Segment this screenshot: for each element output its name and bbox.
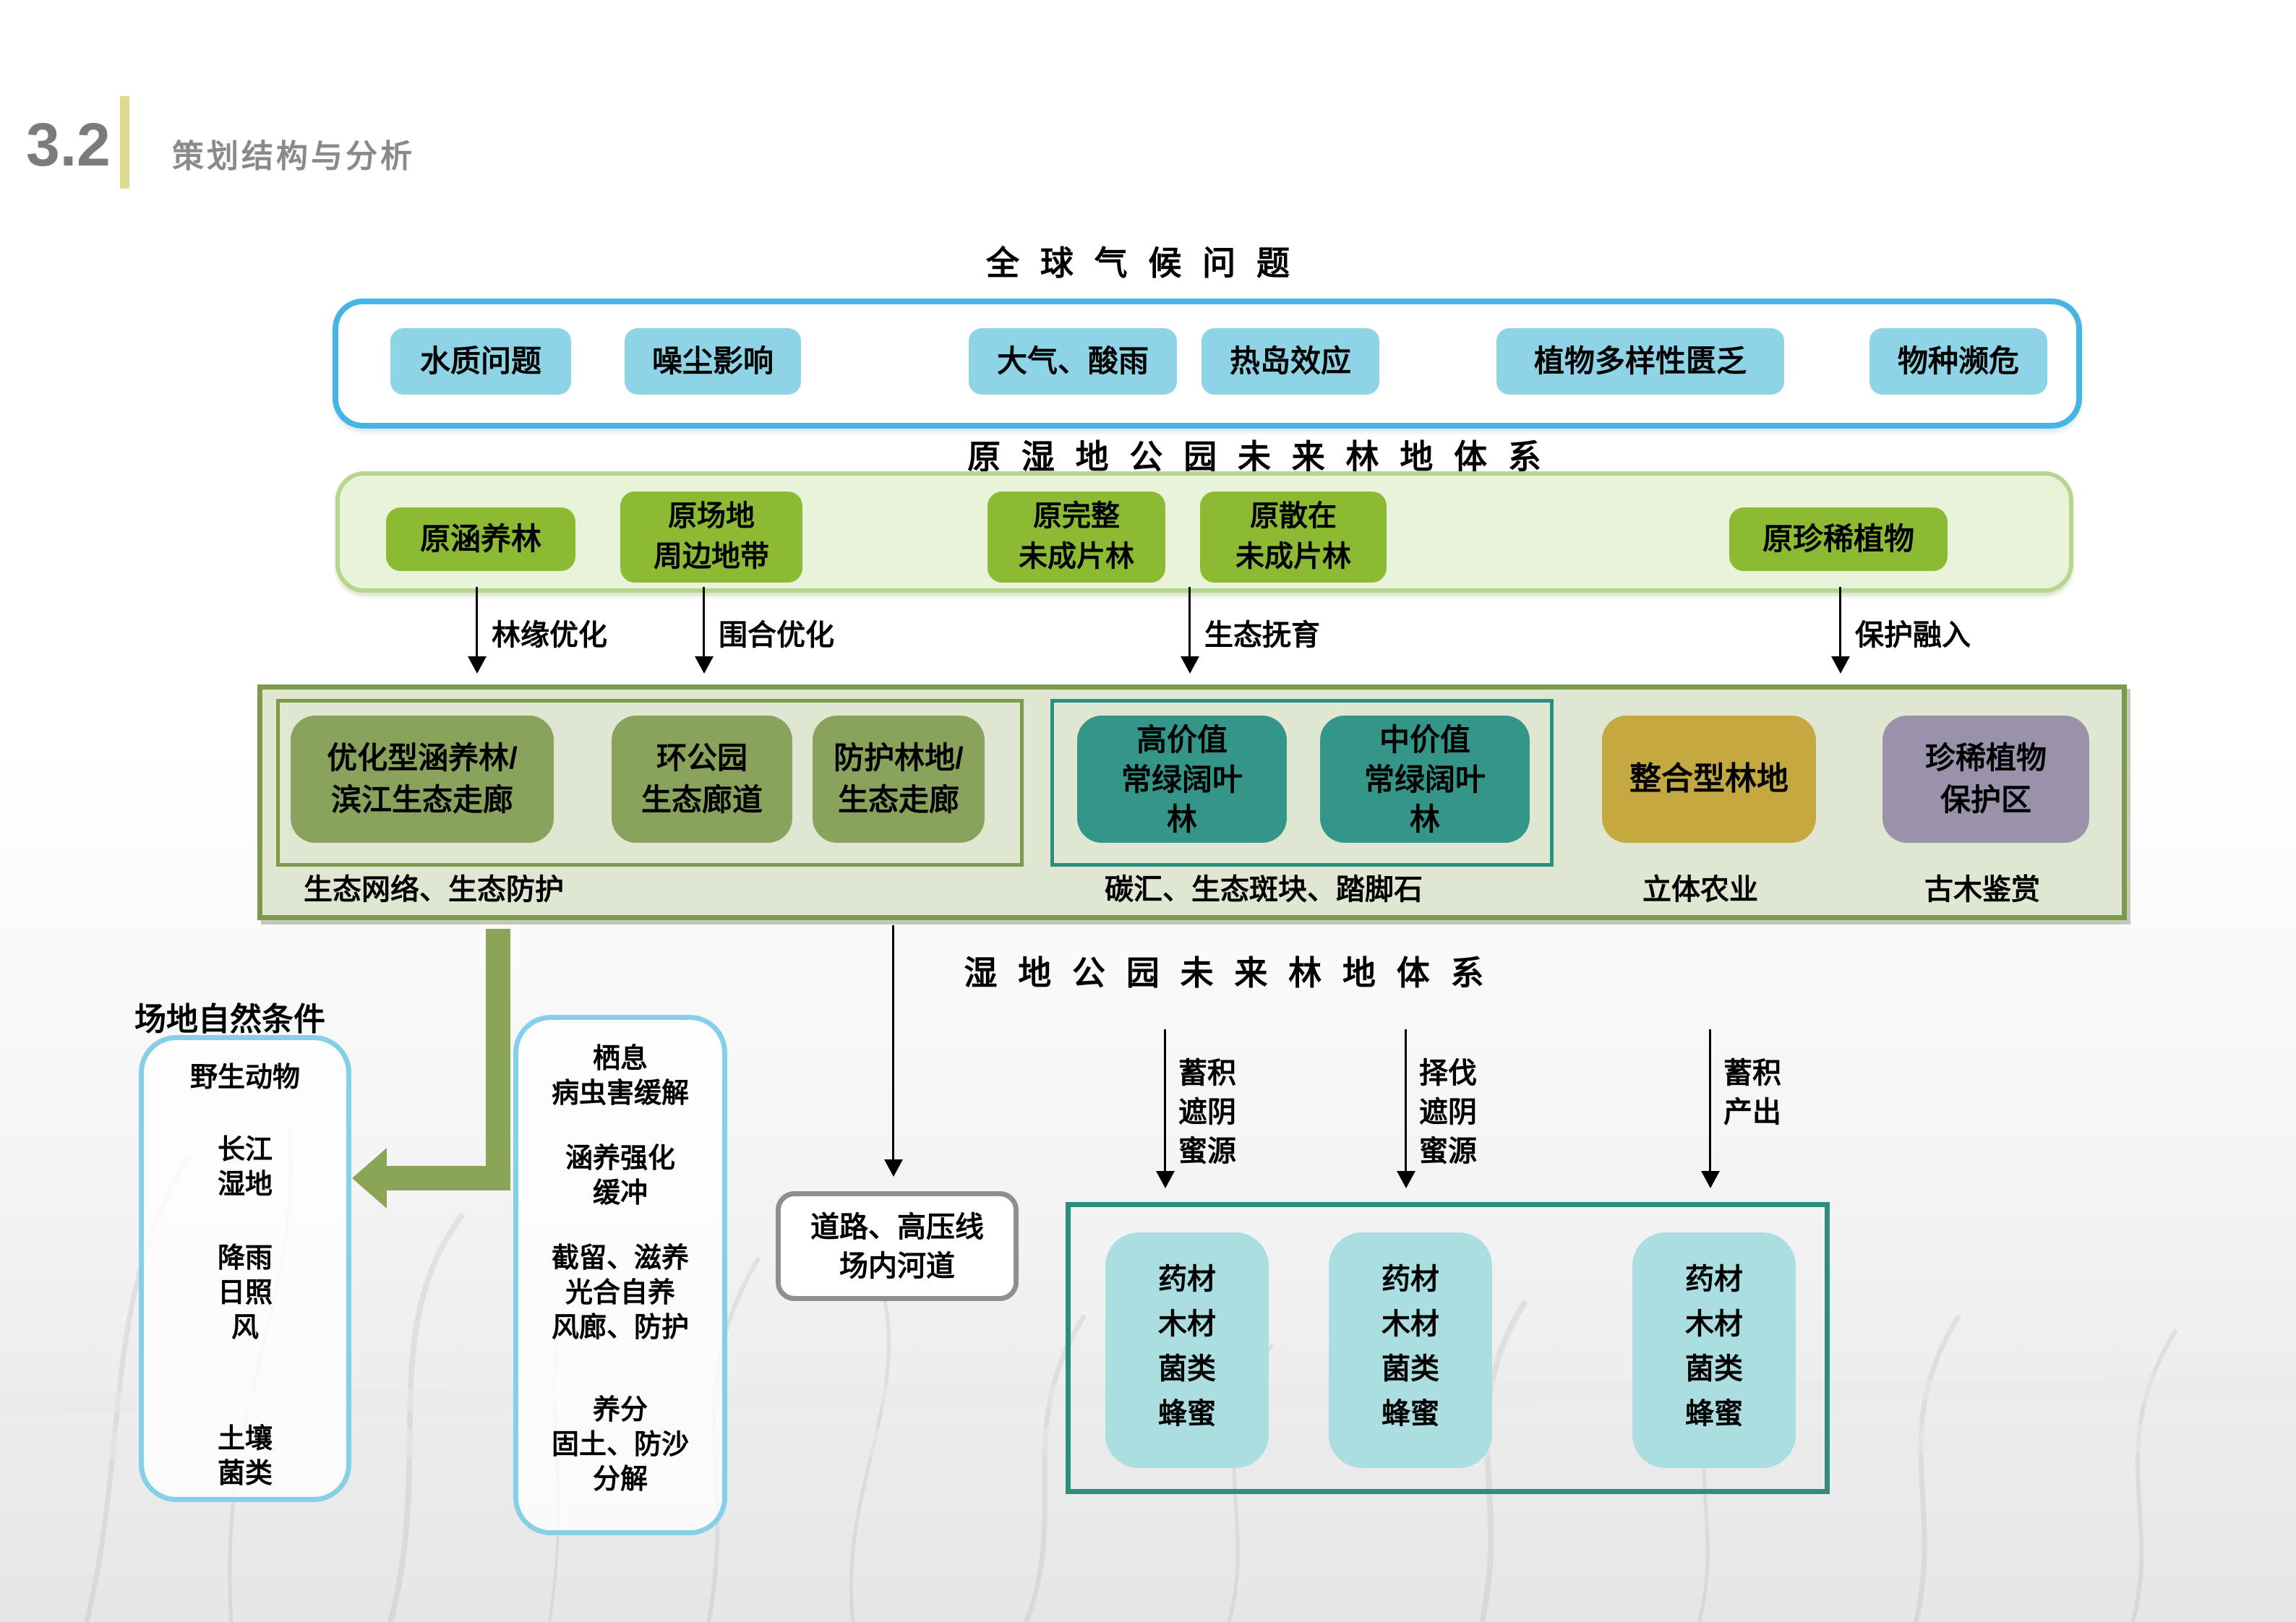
arrow-accumulation-yield	[1709, 1029, 1711, 1172]
box-mid-value-evergreen: 中价值 常绿阔叶 林	[1320, 716, 1530, 843]
arrow-forest-edge-optimization	[476, 587, 478, 658]
products-container	[1066, 1202, 1830, 1494]
problem-noise-dust: 噪尘影响	[625, 328, 801, 395]
product-box-1: 药材 木材 菌类 蜂蜜	[1105, 1232, 1269, 1468]
climate-problems-container: 水质问题 噪尘影响 大气、酸雨 热岛效应 植物多样性匮乏 物种濒危	[333, 299, 2082, 429]
orig-scattered-patches: 原散在 未成片林	[1200, 492, 1387, 583]
label-accumulation-shade-nectar: 蓄积 遮阴 蜜源	[1178, 1057, 1236, 1167]
site-yangtze-wetland: 长江 湿地	[217, 1135, 273, 1200]
infrastructure-box: 道路、高压线 场内河道	[776, 1191, 1019, 1301]
box-high-value-evergreen: 高价值 常绿阔叶 林	[1077, 716, 1287, 843]
orig-rare-plants: 原珍稀植物	[1729, 507, 1948, 571]
problem-air-acid-rain: 大气、酸雨	[969, 328, 1177, 395]
page-title: 策划结构与分析	[172, 139, 415, 174]
label-protection-integration: 保护融入	[1855, 619, 1971, 651]
box-rare-plant-reserve: 珍稀植物 保护区	[1882, 716, 2089, 843]
box-integrated-forest: 整合型林地	[1602, 716, 1816, 843]
site-wildlife: 野生动物	[189, 1063, 300, 1093]
caption-ancient-tree-appreciation: 古木鉴赏	[1924, 874, 2040, 906]
carbon-sink-group	[1050, 699, 1554, 867]
label-ecological-nurturing: 生态抚育	[1204, 619, 1320, 651]
orig-conservation-forest: 原涵养林	[386, 507, 575, 571]
site-rain-sun-wind: 降雨 日照 风	[217, 1243, 273, 1343]
site-conditions-container: 野生动物 长江 湿地 降雨 日照 风 土壤 菌类	[139, 1035, 351, 1502]
green-elbow-arrow	[352, 929, 510, 1209]
box-park-ring-corridor: 环公园 生态廊道	[612, 716, 792, 843]
benefit-nutrients-soil: 养分 固土、防沙 分解	[551, 1395, 689, 1495]
caption-ecological-network: 生态网络、生态防护	[304, 874, 564, 906]
site-soil-fungi: 土壤 菌类	[217, 1424, 273, 1489]
benefits-container: 栖息 病虫害缓解 涵养强化 缓冲 截留、滋养 光合自养 风廊、防护 养分 固土、…	[513, 1015, 727, 1535]
problem-species-endangered: 物种濒危	[1869, 328, 2047, 395]
caption-carbon-sink: 碳汇、生态斑块、踏脚石	[1105, 874, 1423, 906]
site-conditions-label: 场地自然条件	[134, 1002, 325, 1037]
arrow-selective-cut-shade-nectar	[1405, 1029, 1407, 1172]
box-optimized-conservation-corridor: 优化型涵养林/ 滨江生态走廊	[291, 716, 554, 843]
orig-site-periphery: 原场地 周边地带	[620, 492, 802, 583]
product-box-3: 药材 木材 菌类 蜂蜜	[1632, 1232, 1796, 1468]
climate-title: 全 球 气 候 问 题	[986, 244, 1295, 282]
box-protective-forest-corridor: 防护林地/ 生态走廊	[813, 716, 985, 843]
label-selective-cut-shade-nectar: 择伐 遮阴 蜜源	[1419, 1057, 1477, 1167]
accent-bar	[120, 96, 129, 189]
arrow-to-infrastructure	[892, 925, 894, 1161]
problem-water-quality: 水质问题	[390, 328, 571, 395]
label-forest-edge-optimization: 林缘优化	[492, 619, 607, 651]
arrow-accumulation-shade-nectar	[1164, 1029, 1166, 1172]
orig-intact-patches: 原完整 未成片林	[988, 492, 1165, 583]
arrow-protection-integration	[1839, 587, 1841, 658]
caption-vertical-agriculture: 立体农业	[1642, 874, 1758, 906]
problem-plant-diversity: 植物多样性匮乏	[1496, 328, 1784, 395]
original-forest-container: 原涵养林 原场地 周边地带 原完整 未成片林 原散在 未成片林 原珍稀植物	[335, 471, 2073, 593]
section-number: 3.2	[26, 111, 111, 179]
benefit-conservation-buffer: 涵养强化 缓冲	[565, 1143, 675, 1209]
problem-heat-island: 热岛效应	[1201, 328, 1379, 395]
label-enclosure-optimization: 围合优化	[719, 619, 834, 651]
benefit-habitat-pest: 栖息 病虫害缓解	[551, 1044, 689, 1109]
arrow-ecological-nurturing	[1188, 587, 1191, 658]
future-forest-title: 湿 地 公 园 未 来 林 地 体 系	[964, 954, 1490, 992]
original-forest-title: 原 湿 地 公 园 未 来 林 地 体 系	[967, 438, 1547, 476]
arrow-enclosure-optimization	[703, 587, 705, 658]
product-box-2: 药材 木材 菌类 蜂蜜	[1329, 1232, 1492, 1468]
benefit-interception-photosynthesis: 截留、滋养 光合自养 风廊、防护	[551, 1243, 689, 1343]
ecological-network-group	[276, 699, 1024, 867]
label-accumulation-yield: 蓄积 产出	[1723, 1057, 1781, 1128]
